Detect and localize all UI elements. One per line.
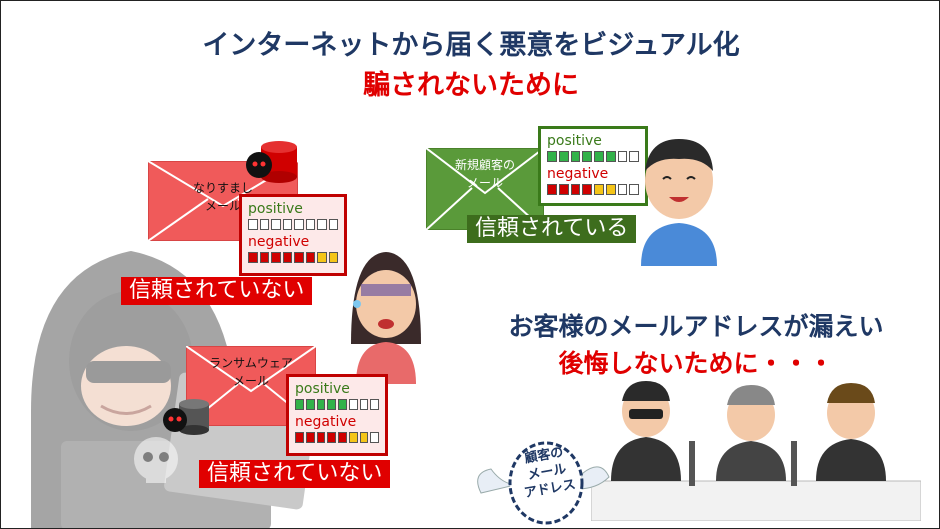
positive-meter-cell <box>327 399 336 410</box>
envelope-label: なりすまし <box>192 181 253 195</box>
negative-meter-cell <box>248 252 258 263</box>
negative-meter-cell <box>305 252 315 263</box>
negative-meter-cell <box>338 432 347 443</box>
page-title: インターネットから届く悪意をビジュアル化 <box>202 30 740 61</box>
envelope-label: メール <box>204 199 241 213</box>
positive-meter-cell <box>605 151 616 162</box>
negative-meter-cell <box>629 184 639 195</box>
positive-meter-cell <box>305 399 315 410</box>
positive-label: positive <box>547 133 602 149</box>
negative-bar <box>295 432 379 443</box>
page-subtitle: 騙されないために <box>363 70 579 101</box>
spoof-trust-card: positive negative <box>239 194 347 276</box>
positive-meter-cell <box>582 151 592 162</box>
flying-address-wings-icon <box>477 441 610 525</box>
positive-meter-cell <box>629 151 639 162</box>
leak-headline: お客様のメールアドレスが漏えい <box>508 312 884 341</box>
negative-meter-cell <box>316 432 326 443</box>
positive-meter-cell <box>271 219 281 230</box>
positive-meter-cell <box>295 399 304 410</box>
positive-meter-cell <box>305 219 315 230</box>
positive-label: positive <box>295 381 350 397</box>
envelope-label: メール <box>466 176 503 190</box>
negative-meter-cell <box>294 252 304 263</box>
envelope-label: 新規顧客の <box>454 158 515 172</box>
positive-bar <box>248 219 338 230</box>
ransomware-trust-card: positive negative <box>286 374 388 456</box>
positive-meter-cell <box>570 151 581 162</box>
positive-meter-cell <box>317 219 327 230</box>
new-customer-trust-card: positive negative <box>538 126 648 206</box>
positive-meter-cell <box>294 219 304 230</box>
negative-meter-cell <box>359 432 369 443</box>
negative-meter-cell <box>594 184 604 195</box>
spoof-status-badge: 信頼されていない <box>121 277 313 305</box>
negative-label: negative <box>547 166 609 182</box>
positive-meter-cell <box>316 399 326 410</box>
negative-label: negative <box>295 414 357 430</box>
negative-meter-cell <box>317 252 327 263</box>
negative-meter-cell <box>582 184 592 195</box>
positive-meter-cell <box>558 151 569 162</box>
positive-meter-cell <box>594 151 604 162</box>
new-customer-status-badge: 信頼されている <box>467 215 637 243</box>
negative-meter-cell <box>605 184 616 195</box>
apologizing-executives-illustration <box>591 381 921 521</box>
positive-meter-cell <box>248 219 258 230</box>
negative-meter-cell <box>259 252 269 263</box>
ransomware-status-badge: 信頼されていない <box>199 460 391 488</box>
positive-meter-cell <box>370 399 379 410</box>
positive-meter-cell <box>259 219 269 230</box>
positive-meter-cell <box>328 219 338 230</box>
positive-bar <box>547 151 639 162</box>
negative-meter-cell <box>295 432 304 443</box>
envelope-label: メール <box>232 374 269 388</box>
negative-meter-cell <box>570 184 581 195</box>
worried-woman-illustration <box>351 252 421 384</box>
negative-meter-cell <box>271 252 281 263</box>
flying-address-badge: 顧客の メール アドレス <box>512 442 582 503</box>
negative-bar <box>248 252 338 263</box>
negative-meter-cell <box>558 184 569 195</box>
leak-subline: 後悔しないために・・・ <box>558 349 834 378</box>
negative-meter-cell <box>282 252 292 263</box>
negative-bar <box>547 184 639 195</box>
positive-meter-cell <box>282 219 292 230</box>
negative-label: negative <box>248 234 310 250</box>
positive-meter-cell <box>359 399 369 410</box>
positive-bar <box>295 399 379 410</box>
positive-meter-cell <box>338 399 347 410</box>
positive-meter-cell <box>617 151 628 162</box>
negative-meter-cell <box>305 432 315 443</box>
happy-customer-illustration <box>641 139 717 266</box>
skull-icon <box>134 437 178 483</box>
positive-meter-cell <box>348 399 358 410</box>
virus-database-icon <box>246 141 297 183</box>
negative-meter-cell <box>370 432 379 443</box>
envelope-label: ランサムウェア <box>209 356 293 370</box>
negative-meter-cell <box>547 184 557 195</box>
negative-meter-cell <box>328 252 338 263</box>
negative-meter-cell <box>617 184 628 195</box>
negative-meter-cell <box>348 432 358 443</box>
negative-meter-cell <box>327 432 336 443</box>
positive-meter-cell <box>547 151 557 162</box>
positive-label: positive <box>248 201 303 217</box>
virus-database-icon <box>163 399 209 435</box>
